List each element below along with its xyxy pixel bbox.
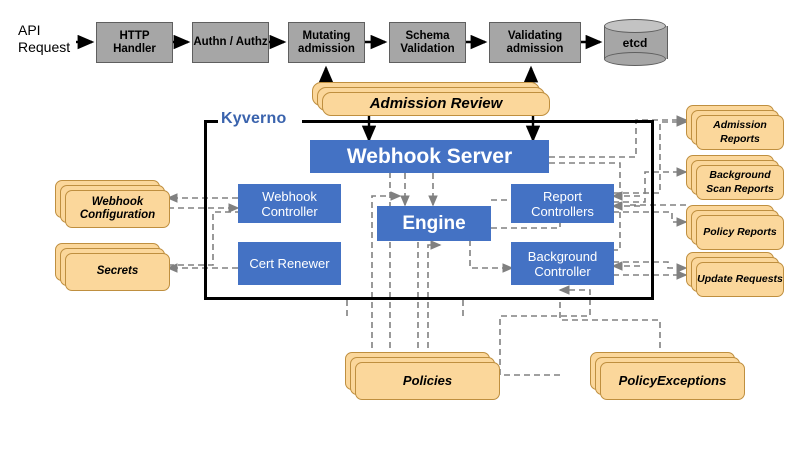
resource-secrets[interactable]: Secrets (55, 243, 170, 291)
kyverno-caption: Kyverno (221, 110, 287, 127)
resource-label: Webhook Configuration (65, 190, 170, 228)
component-cert-renewer[interactable]: Cert Renewer (238, 242, 341, 285)
component-label: Webhook Controller (261, 188, 318, 219)
resource-label: Policies (355, 362, 500, 400)
pipeline-step-label: HTTP Handler (113, 29, 156, 55)
pipeline-step-validating-admission[interactable]: Validating admission (489, 22, 581, 63)
component-report-controllers[interactable]: Report Controllers (511, 184, 614, 223)
pipeline-step-http-handler[interactable]: HTTP Handler (96, 22, 173, 63)
resource-admission-reports[interactable]: Admission Reports (686, 105, 784, 150)
pipeline-step-authn-authz[interactable]: Authn / Authz (192, 22, 269, 63)
resource-label: PolicyExceptions (600, 362, 745, 400)
pipeline-step-mutating-admission[interactable]: Mutating admission (288, 22, 365, 63)
etcd-datastore[interactable]: etcd (604, 19, 668, 66)
resource-label: Update Requests (696, 262, 784, 297)
etcd-bottom (604, 52, 666, 66)
component-webhook-controller[interactable]: Webhook Controller (238, 184, 341, 223)
resource-label: Secrets (65, 253, 170, 291)
resource-background-scan-reports[interactable]: Background Scan Reports (686, 155, 784, 200)
admission-review-label: Admission Review (322, 92, 550, 116)
component-label: Engine (402, 213, 466, 234)
pipeline-step-label: Authn / Authz (193, 36, 268, 48)
etcd-top (604, 19, 666, 33)
kyverno-boundary (204, 120, 654, 300)
resource-policy-reports[interactable]: Policy Reports (686, 205, 784, 250)
resource-webhook-configuration[interactable]: Webhook Configuration (55, 180, 170, 228)
etcd-label: etcd (622, 35, 648, 50)
component-label: Webhook Server (346, 145, 513, 168)
component-label: Report Controllers (531, 188, 594, 219)
api-request-label: API Request (18, 22, 71, 55)
pipeline-step-label: Validating admission (506, 29, 564, 55)
kyverno-caption-gap (218, 112, 302, 128)
resource-policy-exceptions[interactable]: PolicyExceptions (590, 352, 745, 400)
component-background-controller[interactable]: Background Controller (511, 242, 614, 285)
component-engine[interactable]: Engine (377, 206, 491, 241)
component-webhook-server[interactable]: Webhook Server (310, 140, 549, 173)
resource-update-requests[interactable]: Update Requests (686, 252, 784, 297)
component-label: Background Controller (527, 248, 598, 279)
pipeline-step-label: Mutating admission (298, 29, 355, 55)
component-label: Cert Renewer (249, 256, 330, 271)
pipeline-step-schema-validation[interactable]: Schema Validation (389, 22, 466, 63)
resource-policies[interactable]: Policies (345, 352, 500, 400)
admission-review-stack[interactable]: Admission Review (312, 82, 550, 116)
resource-label: Admission Reports (696, 115, 784, 150)
resource-label: Background Scan Reports (696, 165, 784, 200)
resource-label: Policy Reports (696, 215, 784, 250)
pipeline-step-label: Schema Validation (400, 29, 455, 55)
